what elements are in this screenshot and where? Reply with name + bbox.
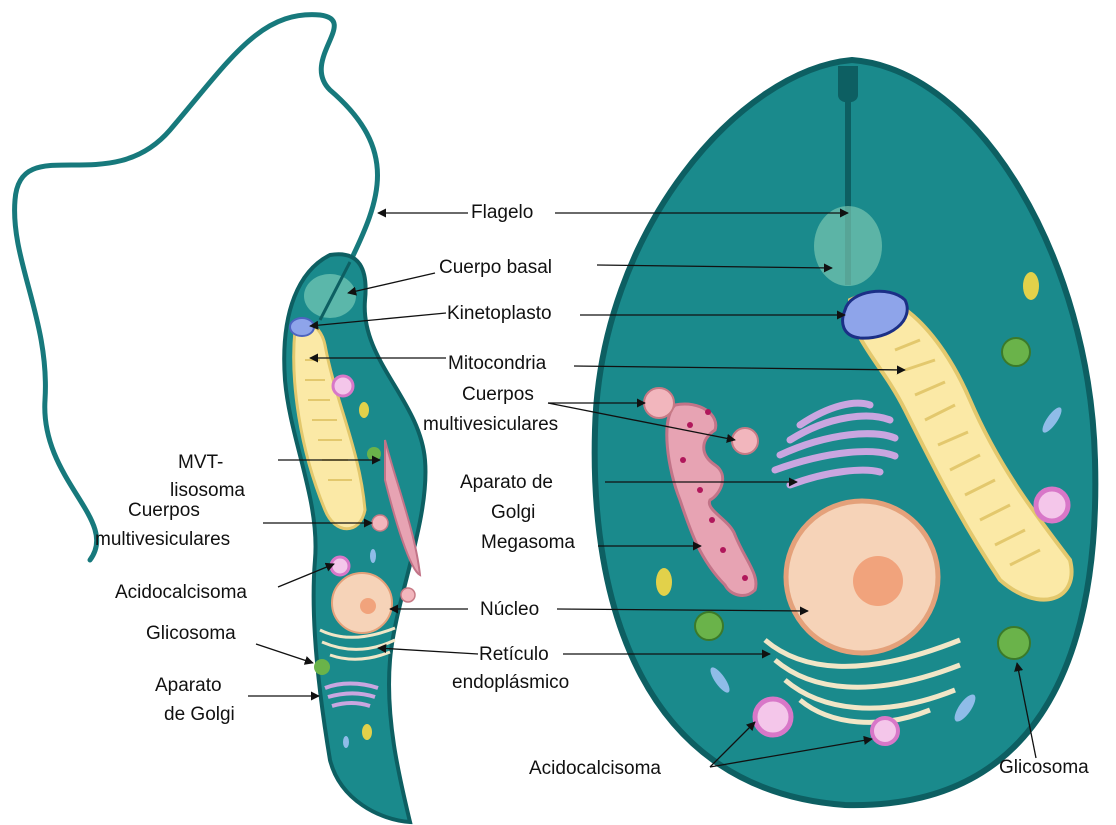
multivesicular-right-1 <box>644 388 674 418</box>
acidocalcisome-left-1 <box>333 376 353 396</box>
label-aparato-golgi-left-line1: Aparato <box>155 675 222 697</box>
yellow-vesicle-right-1 <box>1023 272 1039 300</box>
acidocalcisome-right-3 <box>872 718 898 744</box>
promastigote-cell <box>15 15 426 822</box>
label-cuerpos-multivesiculares-left-line1: Cuerpos <box>128 500 200 522</box>
multivesicular-left-1 <box>372 515 388 531</box>
acidocalcisome-right-2 <box>755 699 791 735</box>
label-acidocalcisoma-left: Acidocalcisoma <box>115 582 247 604</box>
multivesicular-right-2 <box>732 428 758 454</box>
basal-body <box>304 274 356 318</box>
label-mvt-line1: MVT- <box>178 452 223 474</box>
amastigote-cell <box>595 60 1096 805</box>
glycosome-left-green <box>367 447 381 461</box>
label-aparato-golgi-center-line2: Golgi <box>491 502 535 524</box>
label-megasoma: Megasoma <box>481 532 575 554</box>
glycosome-right-3 <box>998 627 1030 659</box>
label-mitocondria: Mitocondria <box>448 353 546 375</box>
label-aparato-golgi-left-line2: de Golgi <box>164 704 235 726</box>
label-aparato-golgi-center-line1: Aparato de <box>460 472 553 494</box>
nucleolus-right <box>853 556 903 606</box>
acidocalcisome-right-1 <box>1036 489 1068 521</box>
label-glicosoma-left: Glicosoma <box>146 623 236 645</box>
label-acidocalcisoma-right: Acidocalcisoma <box>529 758 661 780</box>
label-reticulo-line1: Retículo <box>479 644 549 666</box>
glycosome-right-1 <box>1002 338 1030 366</box>
label-cuerpo-basal: Cuerpo basal <box>439 257 552 279</box>
glycosome-left-yellow <box>359 402 369 418</box>
kinetoplast-left <box>290 318 314 336</box>
label-mvt-line2: lisosoma <box>170 480 245 502</box>
acidocalcisome-left-2 <box>331 557 349 575</box>
label-flagelo: Flagelo <box>471 202 533 224</box>
label-nucleo: Núcleo <box>480 599 539 621</box>
multivesicular-left-2 <box>401 588 415 602</box>
glycosome-right-2 <box>695 612 723 640</box>
glycosome-left-green-2 <box>314 659 330 675</box>
label-cuerpos-multivesiculares-left-line2: multivesiculares <box>95 529 230 551</box>
label-glicosoma-right: Glicosoma <box>999 757 1089 779</box>
small-vesicle-left <box>370 549 376 563</box>
label-cuerpos-multivesiculares-center-line2: multivesiculares <box>423 414 558 436</box>
basal-body-right <box>814 206 882 286</box>
label-cuerpos-multivesiculares-center-line1: Cuerpos <box>462 384 534 406</box>
yellow-vesicle-right-2 <box>656 568 672 596</box>
label-reticulo-line2: endoplásmico <box>452 672 569 694</box>
label-kinetoplasto: Kinetoplasto <box>447 303 552 325</box>
